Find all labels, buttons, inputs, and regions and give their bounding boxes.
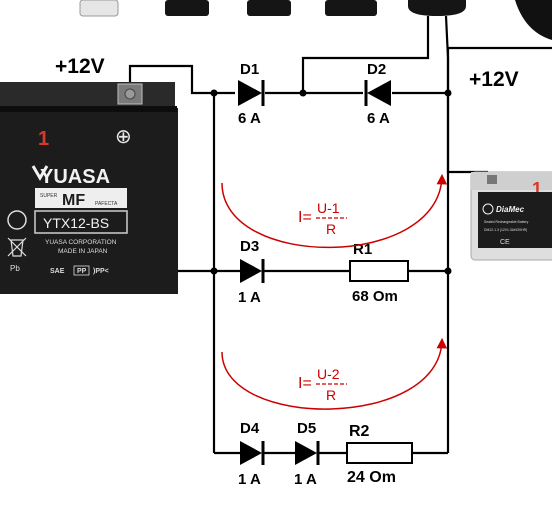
device-round-part <box>515 0 552 40</box>
battery-main-footer: SAE <box>50 268 65 275</box>
battery-main-type: MF <box>62 192 85 209</box>
battery-main-brand: YUASA <box>40 166 110 188</box>
junction-dot <box>444 89 452 97</box>
battery-main-model-panel <box>34 210 128 234</box>
diode-d4: D4 1 A <box>238 420 265 488</box>
battery-aux-brand: DiaMec <box>496 205 525 214</box>
formula-1-numerator: U-1 <box>317 200 340 216</box>
battery-aux-line2: DM12-1.3 (12V1.3AH/20HR) <box>484 228 527 232</box>
battery-main-pb: Pb <box>10 264 20 273</box>
battery-aux-ce: CE <box>500 239 510 246</box>
battery-main-brand-small: SUPER <box>40 193 58 199</box>
top-devices <box>79 0 552 40</box>
battery-aux-number: 1 <box>532 179 542 199</box>
battery-main-number: 1 <box>38 128 49 150</box>
voltage-label-left: +12V <box>55 55 105 78</box>
formula-1-denominator: R <box>326 221 336 237</box>
diode-d5: D5 1 A <box>294 420 320 488</box>
battery-main-footer-pp: PP <box>77 268 87 275</box>
battery-aux-logo-icon <box>482 203 494 215</box>
diode-d2-name: D2 <box>367 61 386 78</box>
crossed-bin-icon <box>7 237 27 257</box>
resistor-r2-name: R2 <box>349 423 370 440</box>
battery-aux: 1 DiaMec Sealed Rechargeable Battery DM1… <box>470 171 552 261</box>
device-box-1 <box>165 0 209 16</box>
formula-2: I= U-2 R <box>298 366 347 403</box>
recycle-icon <box>7 210 27 230</box>
junctions <box>210 89 452 275</box>
voltage-label-right: +12V <box>469 68 519 91</box>
formula-2-numerator: U-2 <box>317 366 340 382</box>
diode-d2-symbol <box>367 80 391 106</box>
junction-dot <box>444 267 452 275</box>
device-box-3 <box>325 0 377 16</box>
formula-2-lhs: I= <box>298 375 312 392</box>
diode-d1-symbol <box>238 80 262 106</box>
diode-d2: D2 6 A <box>364 61 391 127</box>
diode-d4-symbol <box>240 441 262 465</box>
formula-1: I= U-1 R <box>298 200 347 237</box>
diode-d5-name: D5 <box>297 420 316 437</box>
junction-dot <box>210 267 218 275</box>
resistor-r1: R1 68 Om <box>349 241 409 305</box>
battery-aux-line1: Sealed Rechargeable Battery <box>484 220 529 224</box>
battery-main: 1 ⊕ YUASA SUPER MF PAFECTA YTX12-BS YUAS… <box>0 82 178 294</box>
junction-dot <box>210 89 218 97</box>
battery-main-terminal-sign: ⊕ <box>115 126 132 148</box>
diode-d1-name: D1 <box>240 61 259 78</box>
resistor-r1-value: 68 Om <box>352 288 398 305</box>
battery-main-mf-panel <box>35 188 127 208</box>
diode-d3: D3 1 A <box>238 238 265 306</box>
diode-d1-rating: 6 A <box>238 110 261 127</box>
battery-main-logo-icon <box>31 165 49 181</box>
diode-d3-rating: 1 A <box>238 289 261 306</box>
resistor-r2-symbol <box>346 442 413 464</box>
current-arc-2 <box>221 337 448 410</box>
resistor-r2-value: 24 Om <box>347 469 396 486</box>
battery-main-maker: YUASA CORPORATION <box>45 239 117 246</box>
diode-d4-name: D4 <box>240 420 260 437</box>
current-arc-1 <box>221 173 448 249</box>
diode-d1: D1 6 A <box>238 61 265 127</box>
battery-aux-label <box>478 192 552 248</box>
device-knob <box>408 0 466 16</box>
battery-main-origin: MADE IN JAPAN <box>58 248 108 255</box>
formula-1-lhs: I= <box>298 209 312 226</box>
formula-2-denominator: R <box>326 387 336 403</box>
device-box-2 <box>247 0 291 16</box>
diode-d2-rating: 6 A <box>367 110 390 127</box>
resistor-r2: R2 24 Om <box>346 423 413 486</box>
battery-main-footer-mark: )PP< <box>93 268 109 275</box>
battery-main-type-small: PAFECTA <box>95 201 118 207</box>
battery-main-model: YTX12-BS <box>43 215 109 231</box>
diode-d3-name: D3 <box>240 238 259 255</box>
device-small-module <box>79 0 119 17</box>
diode-d5-rating: 1 A <box>294 471 317 488</box>
junction-dot <box>299 89 307 97</box>
diode-d3-symbol <box>240 259 262 283</box>
diode-d4-rating: 1 A <box>238 471 261 488</box>
resistor-r1-symbol <box>349 260 409 282</box>
diode-d5-symbol <box>295 441 317 465</box>
battery-aux-terminal <box>487 175 497 184</box>
